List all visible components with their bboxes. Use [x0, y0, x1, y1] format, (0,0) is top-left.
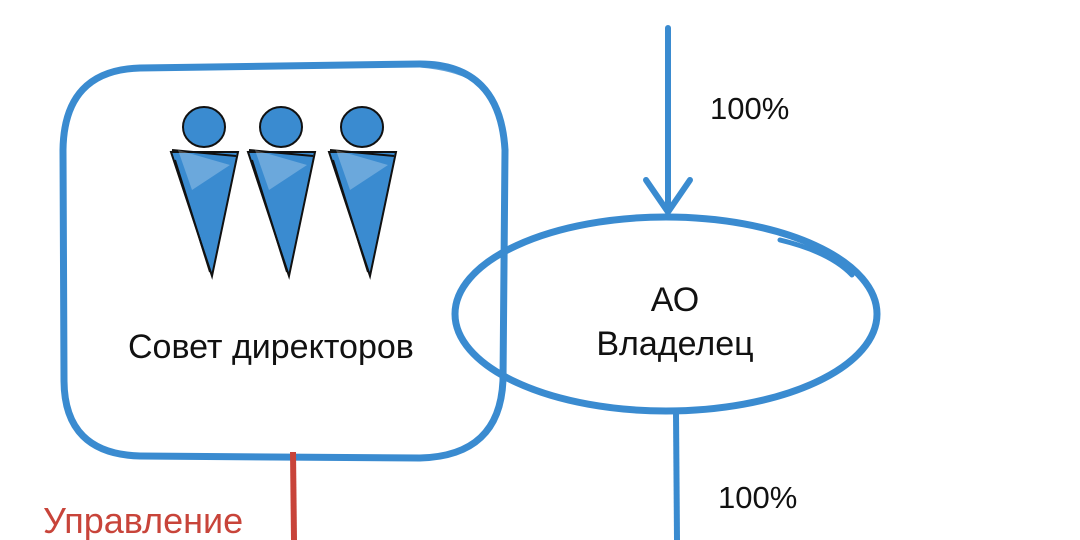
board-box-overdraw: [419, 64, 500, 111]
board-box: [59, 60, 509, 462]
person-icon: [246, 106, 317, 280]
management-line: [290, 451, 297, 540]
person-icon: [169, 106, 240, 280]
people-icon: [169, 106, 398, 280]
person-icon: [327, 106, 398, 280]
incoming-arrow: [643, 25, 693, 215]
board-label: Совет директоров: [128, 328, 414, 366]
owner-label-line2: Владелец: [596, 325, 754, 363]
top-percent-label: 100%: [710, 91, 790, 126]
outgoing-line: [673, 411, 680, 540]
owner-ellipse: [451, 213, 881, 415]
owner-label: АО Владелец: [560, 278, 790, 366]
management-label: Управление: [43, 500, 244, 540]
bottom-percent-label: 100%: [718, 480, 798, 515]
owner-label-line1: АО: [650, 281, 700, 319]
owner-ellipse-overdraw: [777, 237, 855, 278]
